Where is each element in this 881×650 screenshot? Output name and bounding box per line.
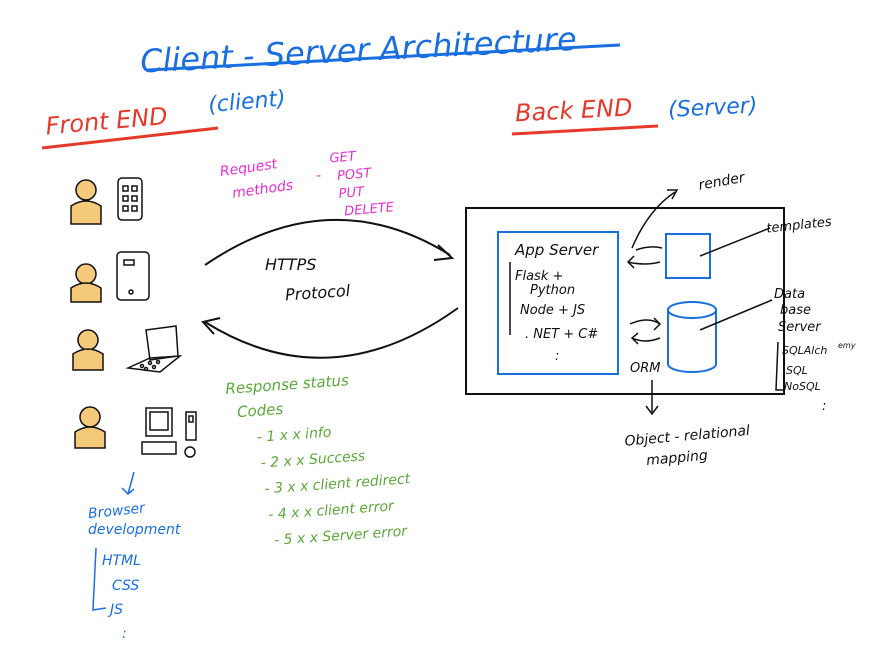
response-label-2: Codes: [236, 400, 284, 421]
db-label-1: Data: [774, 287, 805, 302]
db-arrow-out: [630, 332, 661, 345]
server-box: [465, 207, 785, 395]
backend-heading: Back END: [514, 93, 633, 127]
response-arrowhead: [201, 317, 221, 335]
app-server-box: [497, 231, 619, 375]
stack-more: :: [555, 349, 559, 364]
orm-arrow: [645, 380, 659, 416]
request-label-2: methods: [231, 177, 294, 201]
orm-expansion-1: Object - relational: [624, 423, 751, 450]
tech-css: CSS: [112, 578, 139, 594]
code-3xx: - 3 x x client redirect: [264, 471, 411, 497]
request-label-1: Request: [219, 156, 279, 180]
templates-label: templates: [766, 215, 833, 237]
response-arrow: [204, 307, 459, 359]
browser-label-1: Browser: [87, 500, 147, 522]
code-2xx: - 2 x x Success: [260, 448, 366, 471]
person-icon: [74, 406, 106, 449]
request-dash: -: [316, 168, 321, 184]
db-types-bracket: [775, 341, 784, 391]
tablet-icon: [116, 251, 150, 301]
app-server-title: App Server: [514, 241, 599, 259]
backend-subheading: (Server): [668, 93, 758, 123]
stack-node: Node + JS: [520, 303, 585, 318]
desktop-computer-icon: [141, 407, 197, 458]
request-arrow: [204, 218, 451, 266]
db-type-more: :: [822, 399, 826, 414]
down-arrow-icon: [121, 471, 135, 496]
protocol-line-1: HTTPS: [265, 255, 316, 274]
templates-pointer: [699, 227, 771, 257]
db-type-sqlalchemy: SQLAlch: [782, 344, 827, 357]
db-arrow-in: [629, 317, 662, 331]
method-delete: DELETE: [344, 200, 396, 219]
db-type-sqlalchemy-2: emy: [838, 341, 856, 350]
backend-underline: [511, 124, 659, 136]
method-post: POST: [337, 166, 373, 184]
stack-flask: Flask +: [515, 269, 563, 284]
protocol-line-2: Protocol: [284, 281, 351, 305]
db-label-3: Server: [778, 320, 822, 335]
template-arrow-out: [631, 191, 676, 249]
code-5xx: - 5 x x Server error: [274, 523, 409, 548]
orm-expansion-2: mapping: [646, 448, 709, 469]
response-codes: Response status Codes - 1 x x info - 2 x…: [225, 371, 411, 549]
database-icon: [667, 301, 717, 373]
title-underline: [147, 43, 621, 72]
request-arrowhead: [433, 244, 455, 261]
tech-bracket: [92, 547, 107, 611]
tech-more: :: [122, 626, 127, 642]
tech-js: JS: [107, 602, 123, 618]
stack-python: Python: [530, 283, 575, 298]
render-arrow-in: [626, 255, 661, 269]
method-put: PUT: [338, 185, 366, 202]
render-arrow: [635, 246, 663, 251]
frontend-underline: [41, 126, 219, 150]
code-4xx: - 4 x x client error: [268, 498, 396, 523]
person-icon: [70, 263, 102, 303]
db-type-sql: SQL: [786, 364, 808, 377]
db-pointer: [699, 299, 773, 331]
orm-label: ORM: [630, 361, 660, 376]
template-arrowhead-out: [667, 189, 679, 200]
tech-html: HTML: [102, 553, 141, 569]
render-label: render: [697, 170, 747, 194]
frontend-subheading: (client): [207, 86, 286, 118]
db-type-nosql: NoSQL: [784, 380, 821, 393]
method-get: GET: [329, 149, 357, 166]
code-1xx: - 1 x x info: [256, 425, 332, 446]
template-box: [665, 233, 711, 279]
stack-dotnet: . NET + C#: [525, 327, 598, 342]
db-label-2: base: [780, 303, 811, 318]
laptop-icon: [125, 325, 183, 373]
response-label-1: Response status: [225, 371, 350, 398]
request-methods: GET POST PUT DELETE: [329, 149, 396, 219]
browser-label-2: development: [88, 522, 181, 538]
person-icon: [70, 179, 102, 225]
mobile-phone-icon: [117, 177, 143, 221]
person-icon: [72, 329, 104, 371]
